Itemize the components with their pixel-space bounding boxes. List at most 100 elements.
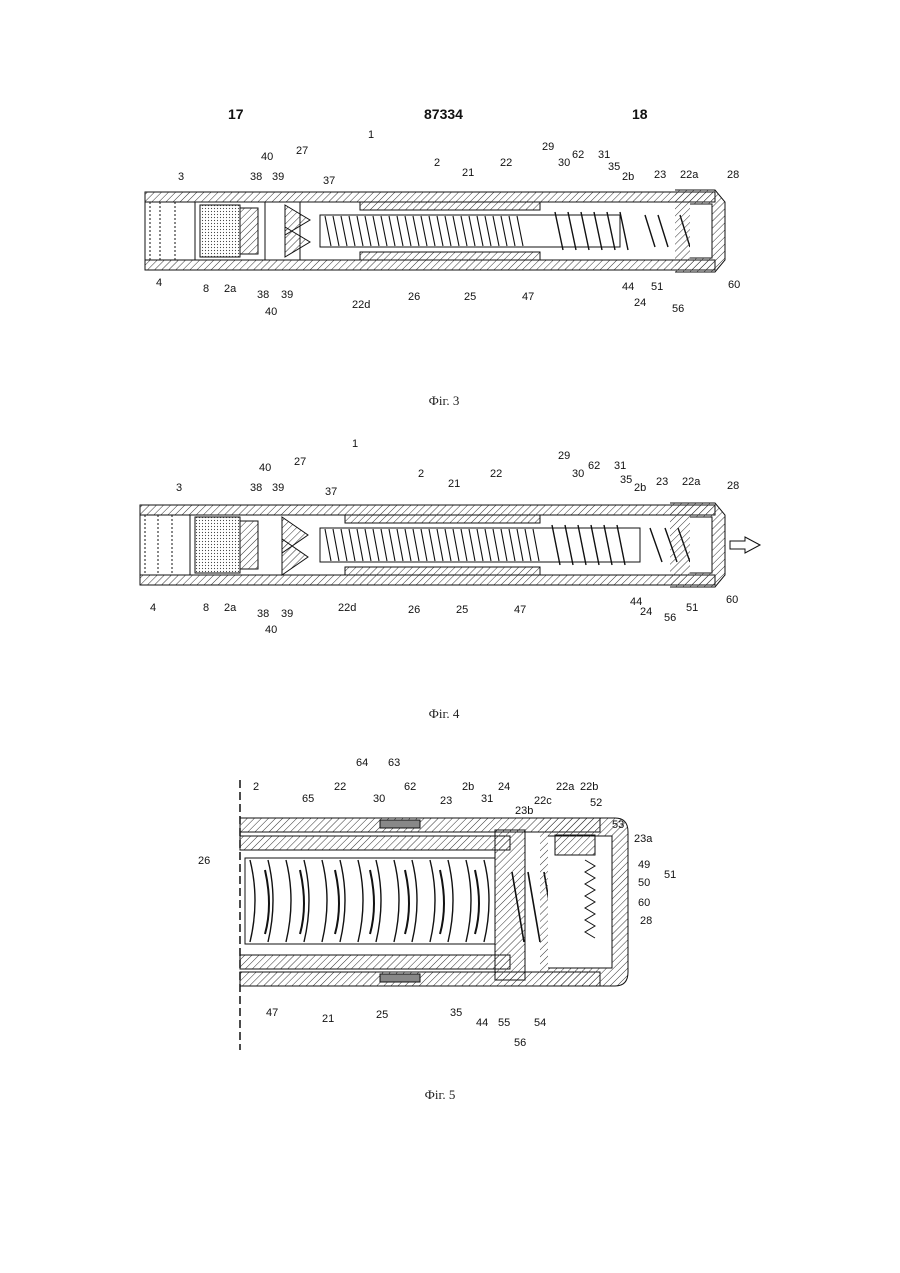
fig4-label: 22d <box>338 602 356 614</box>
fig3-label: 28 <box>727 169 739 181</box>
fig3-label: 21 <box>462 167 474 179</box>
fig4-label: 2a <box>224 602 237 614</box>
fig3-label: 40 <box>265 306 277 318</box>
fig5-label: 23 <box>440 795 452 807</box>
fig3-label: 38 <box>257 289 269 301</box>
fig3-label: 39 <box>281 289 293 301</box>
fig5-label: 30 <box>373 793 385 805</box>
fig3-label: 27 <box>296 145 308 157</box>
fig5-label: 54 <box>534 1017 546 1029</box>
fig3-label: 8 <box>203 283 209 295</box>
fig3-label: 39 <box>272 171 284 183</box>
fig5-label: 22b <box>580 781 598 793</box>
fig5-label: 64 <box>356 757 368 769</box>
figure-5-drawing: 2 65 22 64 63 30 62 23 2b 31 24 23b 22c … <box>0 740 900 1070</box>
fig3-label: 60 <box>728 279 740 291</box>
fig4-label: 8 <box>203 602 209 614</box>
fig5-label: 63 <box>388 757 400 769</box>
fig3-label: 3 <box>178 171 184 183</box>
fig5-label: 24 <box>498 781 510 793</box>
fig4-label: 40 <box>259 462 271 474</box>
figure-3-caption: Фіг. 3 <box>384 393 504 409</box>
fig5-label: 55 <box>498 1017 510 1029</box>
fig5-label: 65 <box>302 793 314 805</box>
fig3-label: 26 <box>408 291 420 303</box>
fig3-label: 44 <box>622 281 634 293</box>
fig4-label: 37 <box>325 486 337 498</box>
fig3-label: 51 <box>651 281 663 293</box>
fig5-body <box>240 780 628 1050</box>
fig3-label: 47 <box>522 291 534 303</box>
fig5-label: 2b <box>462 781 474 793</box>
fig4-label: 23 <box>656 476 668 488</box>
fig5-label: 26 <box>198 855 210 867</box>
fig5-label: 44 <box>476 1017 488 1029</box>
fig5-label: 62 <box>404 781 416 793</box>
fig4-label: 38 <box>257 608 269 620</box>
fig4-label: 2 <box>418 468 424 480</box>
fig3-label: 62 <box>572 149 584 161</box>
figure-4-caption: Фіг. 4 <box>384 706 504 722</box>
fig4-label: 22 <box>490 468 502 480</box>
fig5-label: 22c <box>534 795 552 807</box>
figure-4-drawing: 1 2 3 4 8 2a 40 38 39 27 37 21 22 29 30 … <box>0 435 900 645</box>
fig3-label: 40 <box>261 151 273 163</box>
fig3-label: 2b <box>622 171 634 183</box>
fig4-label: 47 <box>514 604 526 616</box>
fig3-label: 22a <box>680 169 699 181</box>
fig5-label: 50 <box>638 877 650 889</box>
fig3-label: 1 <box>368 129 374 141</box>
fig5-label: 28 <box>640 915 652 927</box>
fig5-label: 21 <box>322 1013 334 1025</box>
fig4-label: 29 <box>558 450 570 462</box>
fig3-label: 23 <box>654 169 666 181</box>
fig5-label: 56 <box>514 1037 526 1049</box>
fig5-label: 22a <box>556 781 575 793</box>
fig3-label: 22 <box>500 157 512 169</box>
fig4-label: 30 <box>572 468 584 480</box>
fig3-label: 25 <box>464 291 476 303</box>
fig5-label: 47 <box>266 1007 278 1019</box>
fig3-label: 2 <box>434 157 440 169</box>
fig4-label: 27 <box>294 456 306 468</box>
fig4-label: 51 <box>686 602 698 614</box>
fig4-label: 39 <box>272 482 284 494</box>
fig4-label: 39 <box>281 608 293 620</box>
fig3-label: 30 <box>558 157 570 169</box>
fig3-label: 38 <box>250 171 262 183</box>
fig3-label: 31 <box>598 149 610 161</box>
fig3-label: 35 <box>608 161 620 173</box>
fig4-label: 40 <box>265 624 277 636</box>
fig5-label: 60 <box>638 897 650 909</box>
fig4-label: 35 <box>620 474 632 486</box>
fig4-label: 3 <box>176 482 182 494</box>
fig3-label: 22d <box>352 299 370 311</box>
fig5-label: 31 <box>481 793 493 805</box>
fig4-label: 1 <box>352 438 358 450</box>
fig5-label: 25 <box>376 1009 388 1021</box>
fig4-label: 44 <box>630 596 642 608</box>
fig5-label: 52 <box>590 797 602 809</box>
fig4-label: 62 <box>588 460 600 472</box>
figure-5-caption: Фіг. 5 <box>380 1087 500 1103</box>
fig5-label: 51 <box>664 869 676 881</box>
fig3-label: 4 <box>156 277 162 289</box>
fig4-label: 60 <box>726 594 738 606</box>
fig4-label: 4 <box>150 602 156 614</box>
fig5-label: 22 <box>334 781 346 793</box>
fig4-label: 2b <box>634 482 646 494</box>
fig3-label: 29 <box>542 141 554 153</box>
fig3-label: 24 <box>634 297 646 309</box>
fig5-label: 2 <box>253 781 259 793</box>
fig5-label: 23a <box>634 833 653 845</box>
fig5-label: 23b <box>515 805 533 817</box>
fig3-body <box>145 190 725 272</box>
fig4-label: 25 <box>456 604 468 616</box>
fig4-label: 22a <box>682 476 701 488</box>
fig5-label: 49 <box>638 859 650 871</box>
fig4-body <box>140 503 760 587</box>
figure-3-drawing: 1 2 3 4 8 2a 40 38 39 27 37 21 22 29 30 … <box>0 120 900 460</box>
fig4-label: 28 <box>727 480 739 492</box>
fig4-label: 56 <box>664 612 676 624</box>
fig4-label: 26 <box>408 604 420 616</box>
